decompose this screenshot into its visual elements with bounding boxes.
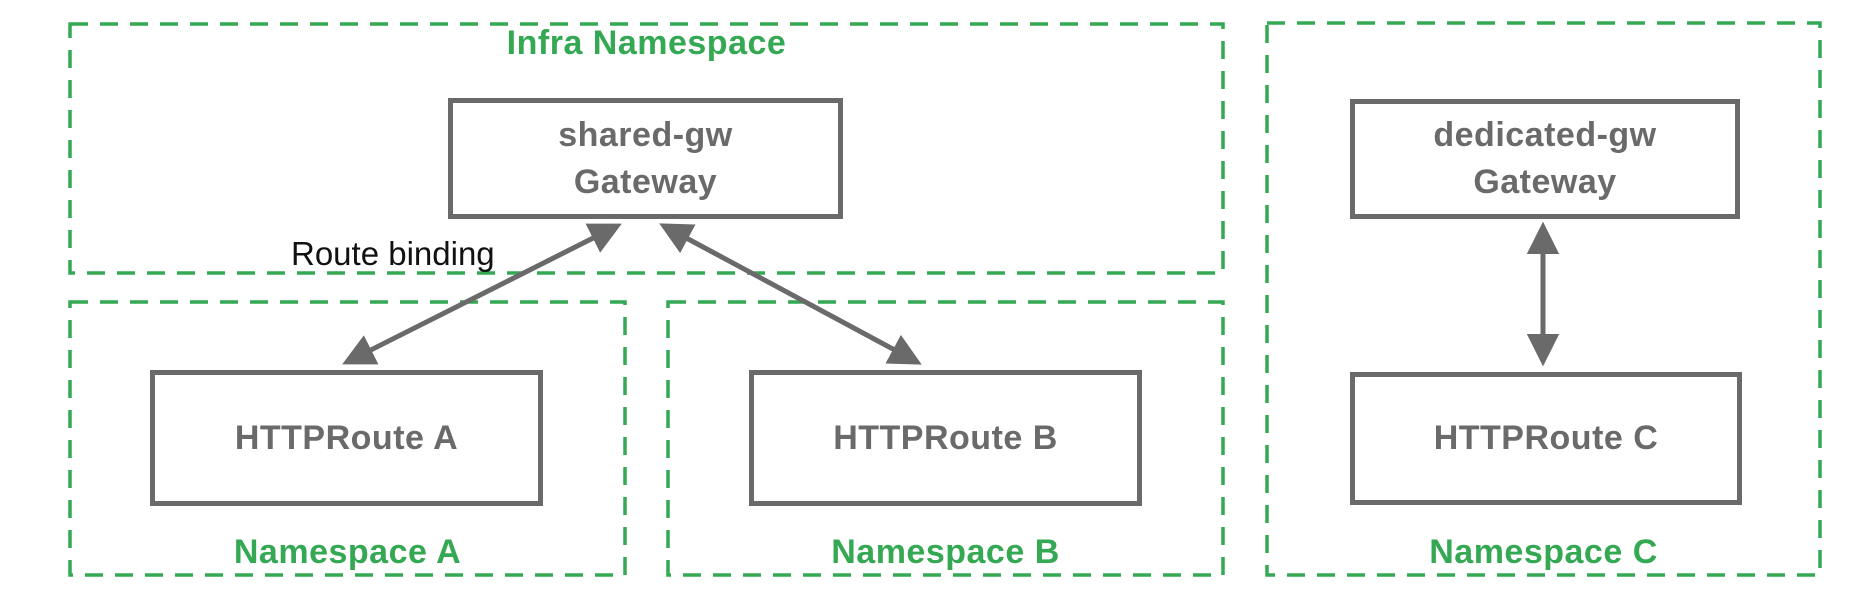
namespace-b-border [666, 300, 1225, 577]
route-binding-arrow-b [659, 223, 922, 365]
node-httproute-b: HTTPRoute B [749, 370, 1142, 506]
node-httproute-c: HTTPRoute C [1350, 372, 1742, 505]
namespace-b-label: Namespace B [831, 533, 1060, 571]
node-shared-gw-name: shared-gw [558, 115, 733, 154]
infra-namespace-border [68, 22, 1225, 275]
infra-namespace-label: Infra Namespace [506, 24, 787, 62]
node-shared-gw-kind: Gateway [573, 162, 718, 201]
node-shared-gw-gateway: shared-gw Gateway [448, 98, 843, 219]
node-dedicated-gw-kind: Gateway [1473, 163, 1617, 201]
node-dedicated-gw-gateway: dedicated-gw Gateway [1350, 99, 1740, 219]
node-dedicated-gw-name: dedicated-gw [1433, 116, 1657, 155]
route-binding-label: Route binding [291, 235, 495, 272]
route-binding-arrow-a [342, 223, 622, 365]
namespace-c-border [1265, 21, 1822, 577]
node-httproute-a: HTTPRoute A [150, 370, 543, 506]
namespace-c-label: Namespace C [1429, 533, 1658, 571]
namespace-a-label: Namespace A [233, 533, 462, 571]
